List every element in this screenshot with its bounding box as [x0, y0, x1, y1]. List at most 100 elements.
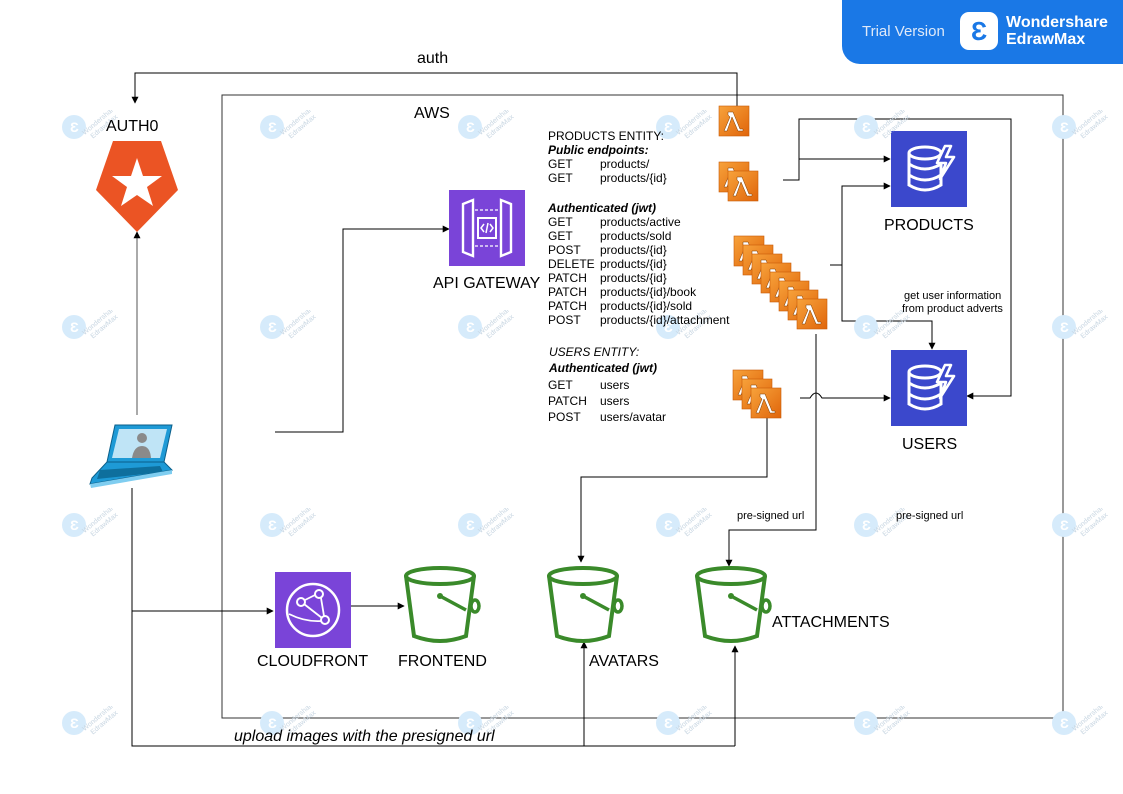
endpoint-path: products/{id} — [600, 243, 667, 257]
public-endpoints-title: Public endpoints: — [548, 143, 649, 157]
svg-text:Ɛ: Ɛ — [1060, 119, 1069, 135]
s3-avatars-bucket-icon — [547, 566, 624, 643]
svg-text:Ɛ: Ɛ — [466, 319, 475, 335]
svg-text:Ɛ: Ɛ — [1060, 517, 1069, 533]
endpoint-row: GET products/{id} — [548, 171, 667, 185]
endpoint-row: POST users/avatar — [548, 409, 666, 425]
endpoint-row: PATCH users — [548, 393, 666, 409]
auth0-label: AUTH0 — [106, 118, 159, 135]
s3-attachments-bucket-icon — [695, 566, 772, 643]
svg-text:Ɛ: Ɛ — [862, 119, 871, 135]
cloudfront-label: CLOUDFRONT — [257, 653, 369, 670]
endpoint-path: products/{id} — [600, 257, 667, 271]
endpoint-method: DELETE — [548, 257, 595, 271]
attachments-label: ATTACHMENTS — [772, 614, 890, 631]
svg-text:Ɛ: Ɛ — [664, 319, 673, 335]
auth-edge-label: auth — [417, 50, 449, 67]
endpoint-method: GET — [548, 157, 573, 171]
endpoint-row: GET products/sold — [548, 229, 729, 243]
authenticated-products-title: Authenticated (jwt) — [548, 201, 656, 215]
svg-text:Ɛ: Ɛ — [664, 517, 673, 533]
users-entity-title: USERS ENTITY: — [549, 345, 640, 359]
svg-text:Ɛ: Ɛ — [1060, 715, 1069, 731]
endpoint-path: products/ — [600, 157, 650, 171]
endpoint-path: users — [600, 378, 630, 392]
svg-text:Ɛ: Ɛ — [268, 119, 277, 135]
laptop-user-icon — [89, 424, 174, 488]
endpoint-method: GET — [548, 378, 573, 392]
endpoint-path: products/{id} — [600, 171, 667, 185]
endpoint-method: PATCH — [548, 394, 587, 408]
endpoint-path: products/active — [600, 215, 681, 229]
auth0-shield-icon — [96, 141, 178, 232]
endpoint-method: GET — [548, 229, 573, 243]
svg-text:Ɛ: Ɛ — [70, 319, 79, 335]
endpoint-method: GET — [548, 215, 573, 229]
endpoint-path: users/avatar — [600, 410, 667, 424]
svg-text:Ɛ: Ɛ — [862, 517, 871, 533]
endpoint-method: GET — [548, 171, 573, 185]
lambda-public-products-icon — [718, 161, 759, 202]
svg-text:Ɛ: Ɛ — [268, 319, 277, 335]
endpoint-path: products/{id}/sold — [600, 299, 693, 313]
s3-frontend-bucket-icon — [404, 566, 481, 643]
products-table-label: PRODUCTS — [884, 217, 974, 234]
endpoint-path: products/{id}/attachment — [600, 313, 730, 327]
api-gateway-label: API GATEWAY — [433, 275, 541, 292]
aws-boundary — [221, 94, 1064, 719]
endpoint-method: POST — [548, 410, 581, 424]
public-endpoint-list: GET products/GET products/{id} — [548, 157, 667, 185]
cloudfront-icon — [275, 572, 351, 648]
lambda-auth-icon — [718, 105, 750, 137]
svg-text:Ɛ: Ɛ — [466, 119, 475, 135]
get-user-info-label-2: from product adverts — [902, 303, 1003, 315]
svg-text:Ɛ: Ɛ — [70, 517, 79, 533]
svg-text:Ɛ: Ɛ — [466, 517, 475, 533]
lambda-users-stack-icon — [732, 369, 782, 419]
frontend-label: FRONTEND — [398, 653, 487, 670]
upload-images-label: upload images with the presigned url — [234, 728, 495, 745]
dynamodb-users-icon — [889, 348, 969, 428]
endpoint-path: products/{id}/book — [600, 285, 697, 299]
svg-text:Ɛ: Ɛ — [466, 715, 475, 731]
endpoint-path: products/sold — [600, 229, 672, 243]
svg-text:Ɛ: Ɛ — [862, 715, 871, 731]
svg-text:Ɛ: Ɛ — [664, 119, 673, 135]
users-table-label: USERS — [902, 436, 958, 453]
authenticated-users-title: Authenticated (jwt) — [549, 361, 657, 375]
endpoint-row: DELETE products/{id} — [548, 257, 729, 271]
endpoint-path: users — [600, 394, 630, 408]
svg-text:Ɛ: Ɛ — [862, 319, 871, 335]
aws-boundary-label: AWS — [414, 105, 450, 122]
avatars-label: AVATARS — [589, 653, 659, 670]
lambda-authenticated-products-stack-icon — [733, 235, 828, 330]
get-user-info-label-1: get user information — [904, 290, 1002, 302]
presigned-url-label-users: pre-signed url — [896, 510, 964, 522]
connectors — [131, 72, 1012, 747]
svg-text:Ɛ: Ɛ — [268, 715, 277, 731]
